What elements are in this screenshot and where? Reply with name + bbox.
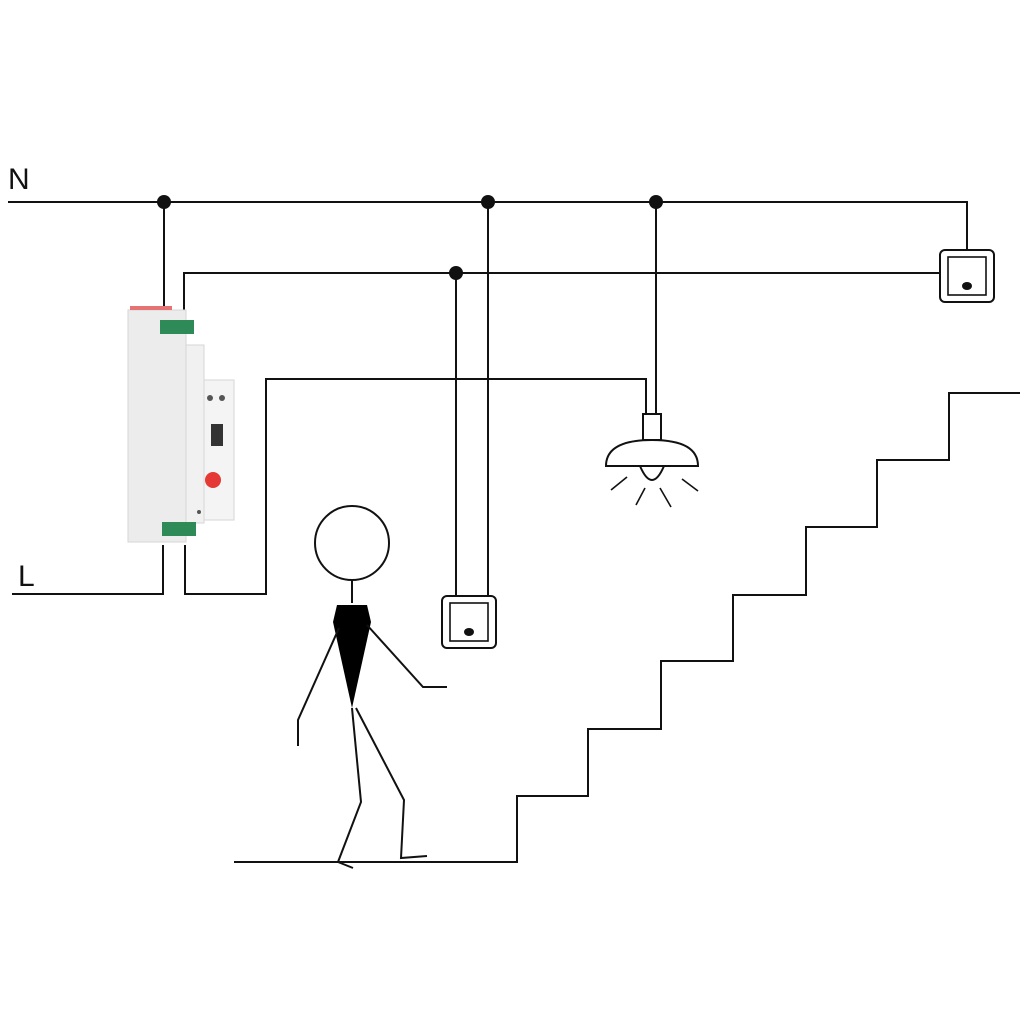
bottom-terminal [162, 522, 196, 536]
lamp-output-wire [184, 378, 647, 595]
junction-node [481, 195, 495, 209]
stairs-icon [234, 392, 1020, 863]
mode-switch [211, 424, 223, 446]
top-terminal [160, 320, 194, 334]
walking-person-icon [297, 505, 447, 869]
push-button-icon [939, 249, 995, 303]
status-led [205, 472, 221, 488]
live-label: L [18, 560, 35, 593]
push-button-icon [441, 595, 497, 649]
junction-node [157, 195, 171, 209]
din-rail-relay-icon [127, 306, 235, 543]
neutral-wire [8, 195, 968, 598]
junction-node [449, 266, 463, 280]
junction-node [649, 195, 663, 209]
live-wire [12, 545, 164, 595]
lamp-icon [604, 413, 700, 508]
trigger-wire [183, 266, 940, 598]
neutral-label: N [8, 163, 30, 196]
